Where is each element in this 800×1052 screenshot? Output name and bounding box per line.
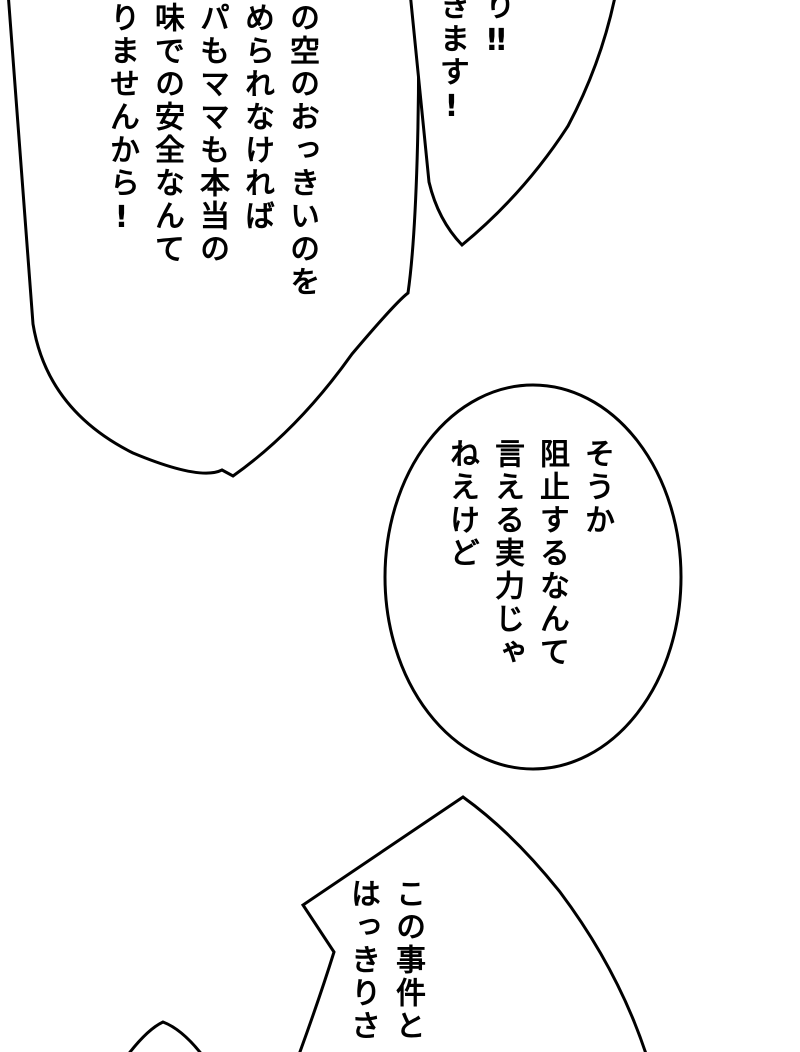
bubble-top-right-text: り‼ きます! [429,0,519,200]
text-column: きます! [434,0,469,127]
bubble-top-left-text: の空のおっきいのを められなければ パもママも本当の 味での安全なんて りません… [99,2,324,332]
speech-bubble-bottom-outline [298,795,647,1052]
text-column: ねえけど [444,438,479,570]
text-column: 味での安全なんて [149,2,184,266]
text-column: パもママも本当の [194,2,229,266]
speech-bubble-top-right-outline [409,0,616,248]
text-column: 阻止するなんて [534,438,569,669]
speech-bubble-middle-outline [383,383,683,771]
text-column: 言える実力じゃ [489,438,524,669]
text-column: の空のおっきいのを [284,2,319,299]
speech-bubble-corner-tip-outline [128,1020,202,1052]
text-column: められなければ [239,2,274,233]
text-column: この事件と [390,878,425,1043]
text-column: り‼ [479,0,514,61]
bubble-middle-text: そうか 阻止するなんて 言える実力じゃ ねえけど [439,438,619,698]
text-column: はっきりさ [345,878,380,1043]
bubble-bottom-text: この事件と はっきりさ [340,878,430,1052]
text-column: そうか [579,438,614,537]
speech-bubble-top-left-outline [7,0,421,478]
text-column: りませんから! [104,2,139,238]
